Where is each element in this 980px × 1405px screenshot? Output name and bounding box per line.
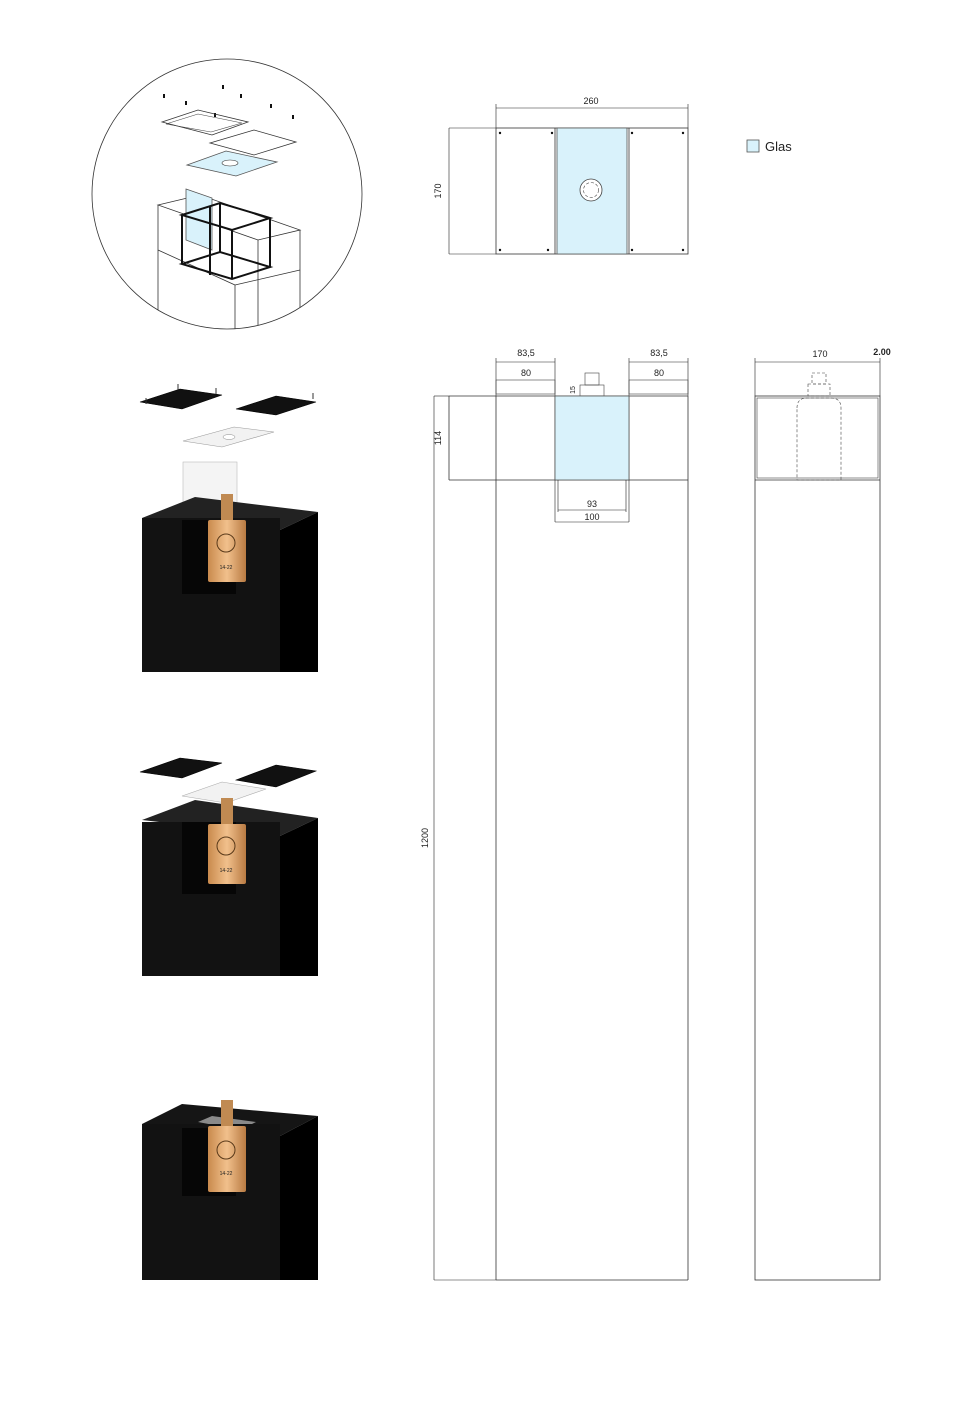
dim-total-height: 1200 [420, 828, 430, 848]
bottle-label-2: 14-22 [220, 868, 233, 874]
dim-top-height: 170 [433, 183, 443, 198]
legend-label: Glas [765, 139, 792, 154]
dim-side-thickness: 2.00 [873, 347, 891, 357]
render-assembled: 14-22 [142, 1100, 318, 1280]
dim-window-outer: 100 [584, 512, 599, 522]
top-plate-right [208, 129, 298, 156]
dim-left-width: 83,5 [517, 348, 535, 358]
dim-top-width: 260 [583, 96, 598, 106]
dim-glass-height: 114 [433, 431, 443, 445]
bottle-2 [208, 824, 246, 884]
dim-right-inner: 80 [654, 368, 664, 378]
render-exploded: 14-22 [139, 384, 318, 672]
dim-cap-height: 15 [570, 386, 577, 394]
dim-window-inner: 93 [587, 499, 597, 509]
top-plate-left [160, 109, 250, 136]
exploded-detail-circle [91, 58, 363, 330]
top-view: 260 170 [433, 96, 689, 255]
detail-circle-outline [91, 58, 363, 330]
legend-swatch [746, 139, 760, 153]
frame-cube [178, 201, 274, 281]
screws [163, 85, 294, 119]
bottle-1 [208, 520, 246, 582]
dim-right-width: 83,5 [650, 348, 668, 358]
side-elevation: 170 2.00 [754, 347, 891, 1281]
dim-side-width: 170 [812, 349, 827, 359]
render-partial: 14-22 [139, 757, 318, 976]
dim-left-inner: 80 [521, 368, 531, 378]
bottle-label-1: 14-22 [220, 565, 233, 571]
bottle-label-3: 14-22 [220, 1171, 233, 1177]
front-glass [554, 395, 630, 481]
front-elevation: 83,5 83,5 80 80 15 114 93 100 [420, 348, 689, 1281]
legend: Glas [746, 139, 792, 154]
